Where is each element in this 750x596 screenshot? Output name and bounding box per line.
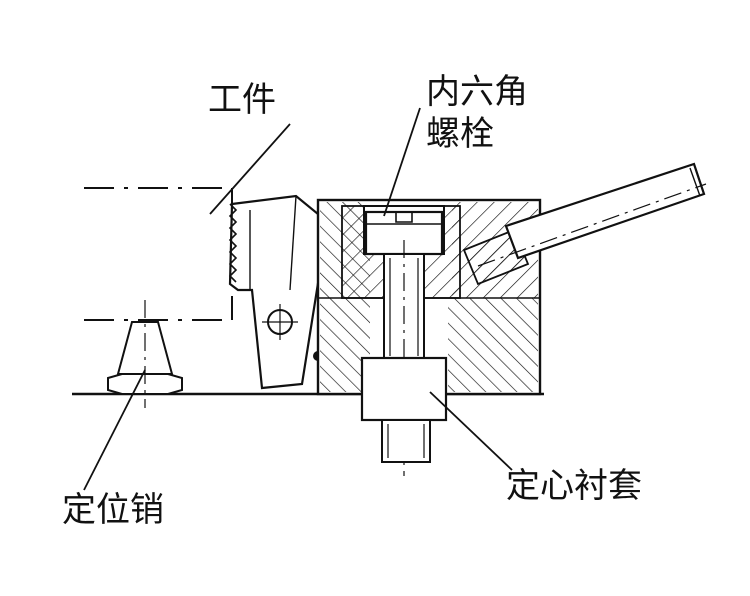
- leader-lines: [83, 107, 513, 491]
- label-locating-pin: 定位销: [62, 490, 164, 530]
- label-workpiece: 工件: [208, 80, 276, 120]
- locating-pin: [107, 300, 183, 408]
- operating-rod: [462, 162, 707, 286]
- workpiece-outline: [84, 187, 233, 321]
- label-hex-bolt-line1: 内六角: [426, 72, 528, 112]
- hex-bolt: [364, 210, 444, 476]
- bolt-nut: [360, 356, 448, 463]
- clamp-jaw: [228, 194, 324, 390]
- label-hex-bolt-line2: 螺栓: [426, 114, 494, 154]
- label-centering-sleeve: 定心衬套: [506, 466, 642, 506]
